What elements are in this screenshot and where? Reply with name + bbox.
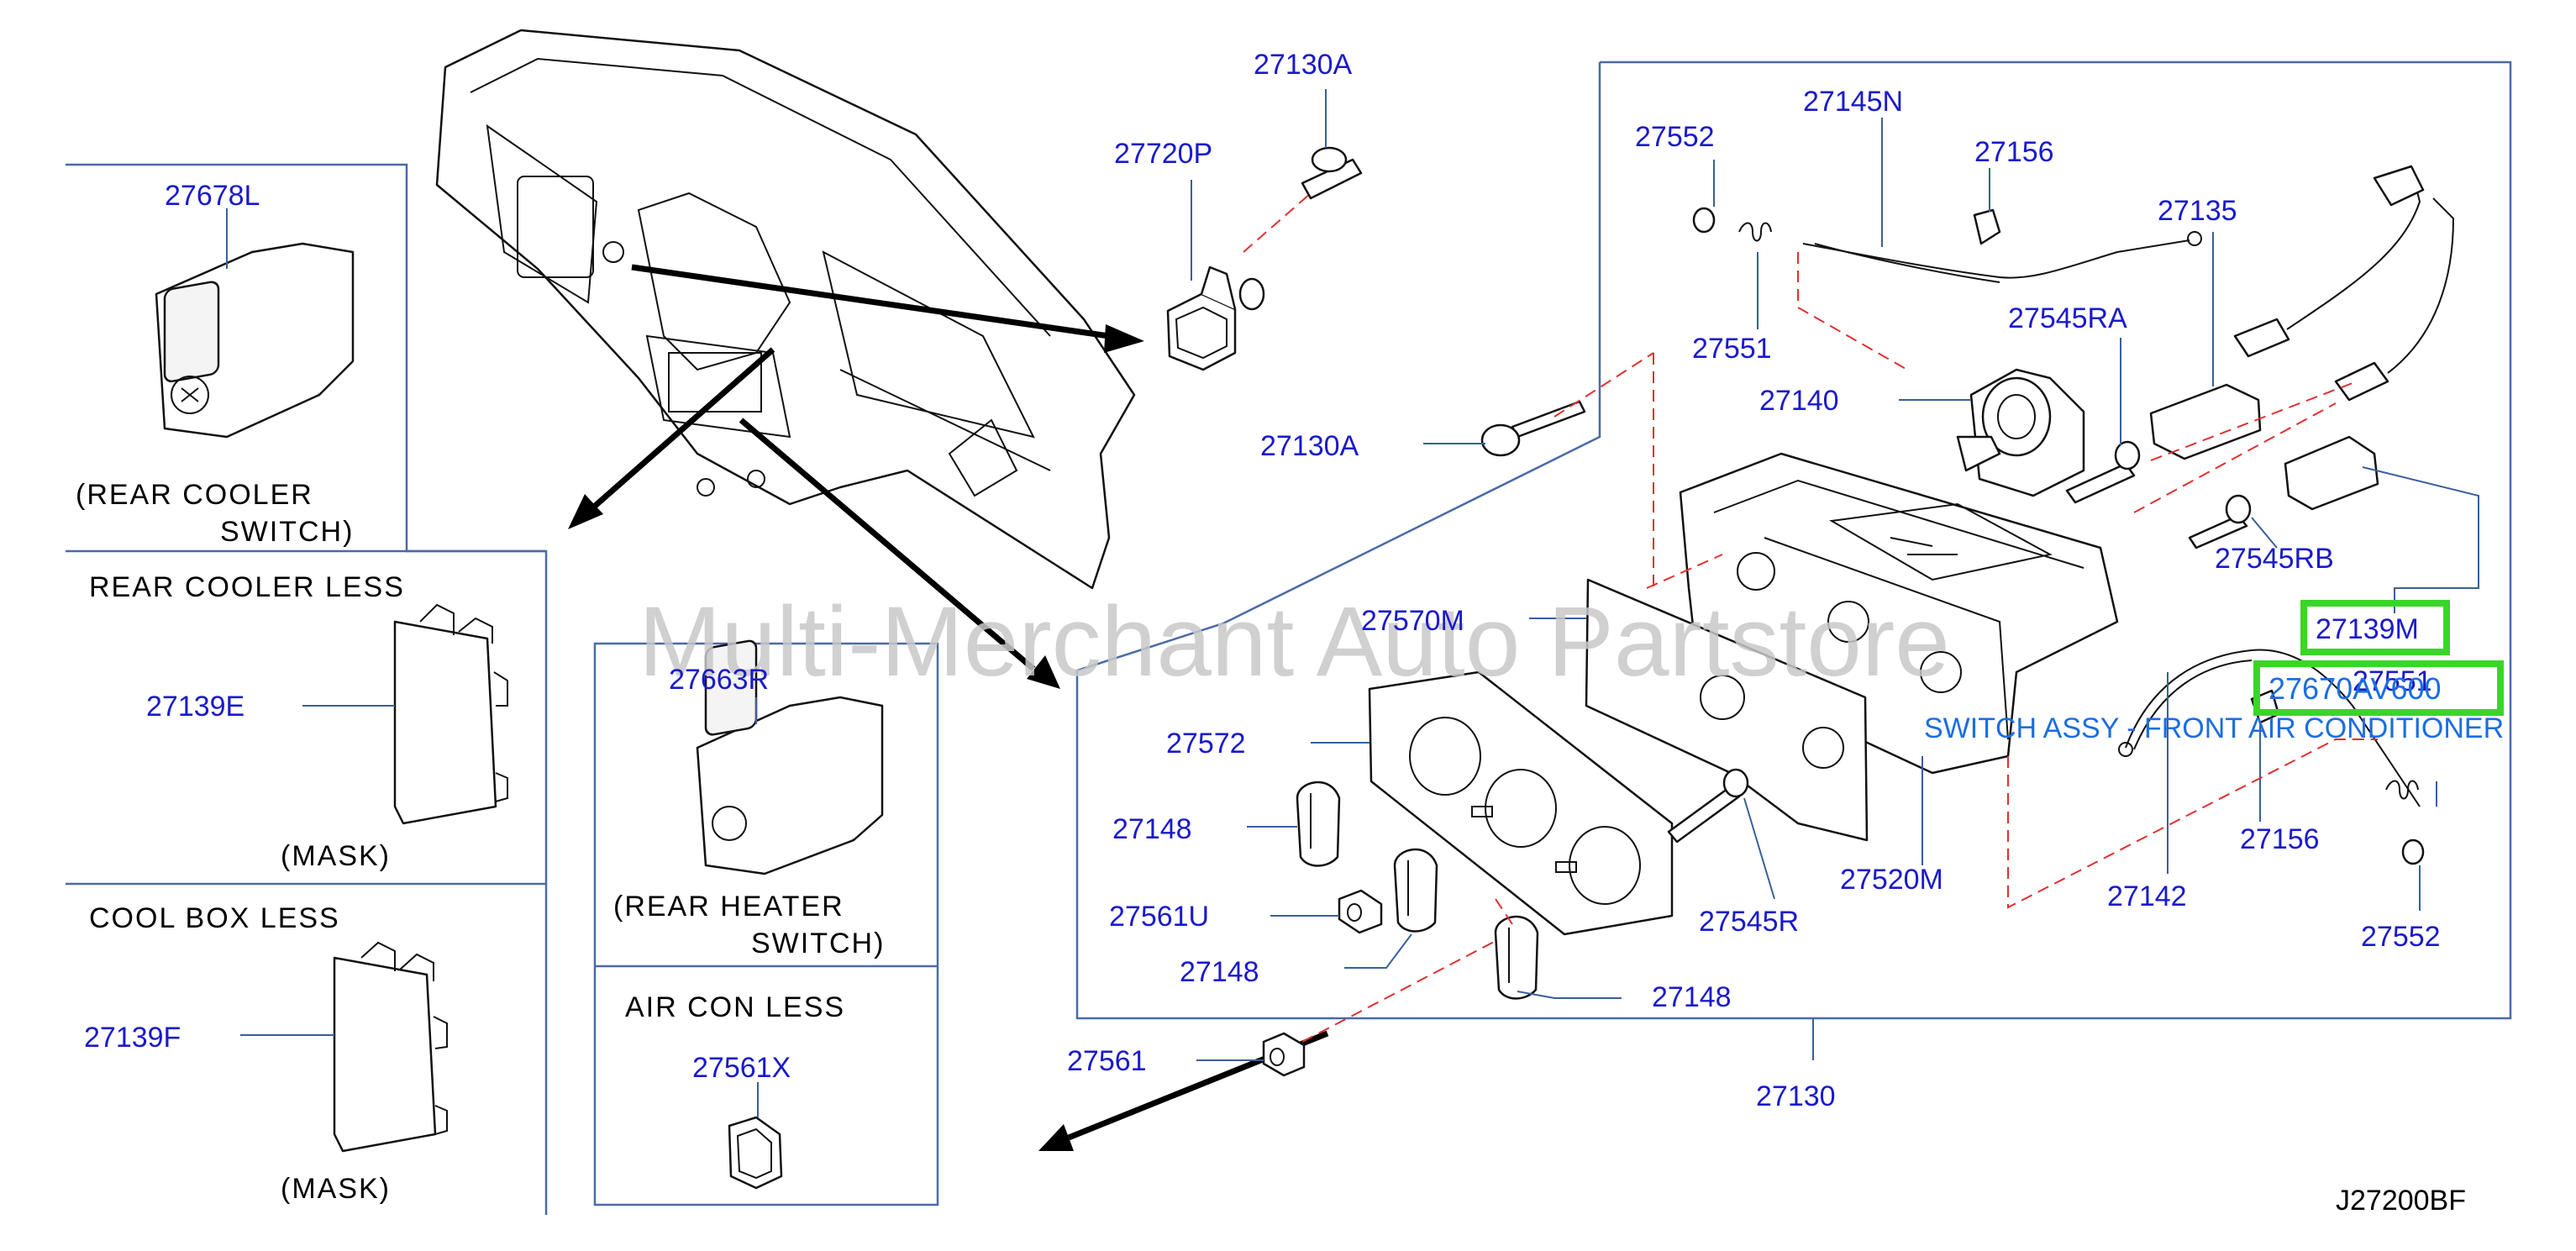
part-label-27678L[interactable]: 27678L — [165, 180, 260, 212]
harness-connectors-drawing — [2133, 165, 2479, 613]
part-label-27142[interactable]: 27142 — [2107, 880, 2187, 912]
bezel-27572-drawing — [1311, 670, 1674, 936]
part-label-27148-c[interactable]: 27148 — [1652, 981, 1732, 1013]
part-label-27572[interactable]: 27572 — [1166, 728, 1246, 760]
highlight-label-27139M[interactable]: 27139M — [2316, 613, 2419, 645]
screw-27130A-mid-drawing — [1423, 352, 1654, 457]
part-number-labels: 27678L 27139E 27139F 27663R 27561X 27130… — [84, 49, 2441, 1112]
part-label-27545RA[interactable]: 27545RA — [2008, 302, 2127, 334]
watermark-text: Multi-Merchant Auto Partstore — [639, 586, 1950, 697]
highlight-27670AV600[interactable]: 27670AV600 — [2253, 660, 2504, 716]
dashboard-drawing — [435, 29, 1136, 590]
rear-heater-switch-drawing — [696, 639, 884, 875]
actuator-27140-drawing — [1899, 368, 2085, 497]
part-label-27156-top[interactable]: 27156 — [1974, 136, 2054, 168]
air-con-less-27561X-drawing — [728, 1082, 783, 1190]
part-label-27148-b[interactable]: 27148 — [1180, 956, 1259, 988]
label-air-con-less: AIR CON LESS — [625, 991, 845, 1023]
label-rear-heater-switch-line1: (REAR HEATER — [613, 891, 844, 922]
part-label-27145N[interactable]: 27145N — [1803, 86, 1903, 118]
part-label-27552-top[interactable]: 27552 — [1635, 121, 1715, 153]
label-cool-box-less: COOL BOX LESS — [89, 902, 340, 934]
part-label-27135[interactable]: 27135 — [2158, 195, 2237, 227]
panel-27570M-drawing — [1529, 578, 1869, 842]
label-mask-2: (MASK) — [281, 1173, 391, 1205]
part-label-27663R[interactable]: 27663R — [669, 664, 769, 696]
pin-27545R-drawing — [1667, 768, 1775, 900]
part-label-27140[interactable]: 27140 — [1759, 385, 1839, 417]
knob-27148-a-drawing — [1247, 781, 1341, 867]
part-label-27561[interactable]: 27561 — [1067, 1045, 1147, 1077]
part-label-27520M[interactable]: 27520M — [1840, 864, 1943, 896]
part-label-27552-bottom[interactable]: 27552 — [2361, 921, 2441, 953]
mask-27139E-drawing — [302, 603, 508, 825]
label-mask-1: (MASK) — [281, 840, 391, 872]
highlight-tooltip: SWITCH ASSY - FRONT AIR CONDITIONER — [1924, 712, 2504, 744]
clip-27561-drawing — [1196, 940, 1496, 1077]
bracket-27720P-drawing — [1166, 89, 1363, 371]
diagram-code: J27200BF — [2336, 1185, 2466, 1217]
part-label-27130A-mid[interactable]: 27130A — [1260, 430, 1359, 462]
pins-drawing — [2065, 338, 2278, 549]
knob-27148-b-drawing — [1344, 849, 1438, 969]
part-label-27156-bottom[interactable]: 27156 — [2240, 823, 2320, 855]
label-rear-cooler-switch-line1: (REAR COOLER — [76, 479, 313, 511]
label-rear-cooler-less: REAR COOLER LESS — [89, 571, 405, 603]
knob-27148-c-drawing — [1494, 898, 1622, 1000]
rear-heater-box — [593, 642, 939, 1206]
rear-cooler-switch-drawing — [155, 208, 355, 439]
control-cable-27145N-drawing — [1692, 118, 2202, 371]
part-label-27139E[interactable]: 27139E — [146, 691, 244, 723]
clip-27561U-drawing — [1270, 889, 1383, 934]
part-label-27130[interactable]: 27130 — [1756, 1080, 1836, 1112]
label-rear-heater-switch-line2: SWITCH) — [751, 928, 885, 959]
part-label-27720P[interactable]: 27720P — [1114, 138, 1212, 170]
mask-27139F-drawing — [240, 941, 448, 1153]
part-label-27130A-top[interactable]: 27130A — [1254, 49, 1353, 81]
left-section-frames — [66, 163, 548, 1215]
part-label-27570M[interactable]: 27570M — [1361, 605, 1464, 637]
part-label-27561U[interactable]: 27561U — [1109, 901, 1209, 933]
part-label-27551-right[interactable]: 27551 — [2353, 665, 2432, 697]
part-label-27561X[interactable]: 27561X — [692, 1052, 791, 1084]
main-assembly-frame — [1075, 60, 2512, 1020]
highlight-label-27670AV600[interactable]: 27670AV600 — [2268, 671, 2442, 706]
part-label-27545RB[interactable]: 27545RB — [2215, 543, 2334, 575]
part-label-27551-left[interactable]: 27551 — [1692, 333, 1772, 365]
part-label-27139F[interactable]: 27139F — [84, 1022, 181, 1054]
part-label-27545R[interactable]: 27545R — [1699, 906, 1799, 938]
part-label-27148-a[interactable]: 27148 — [1112, 813, 1192, 845]
highlight-27139M[interactable]: 27139M — [2300, 600, 2450, 655]
label-rear-cooler-switch-line2: SWITCH) — [220, 516, 354, 548]
